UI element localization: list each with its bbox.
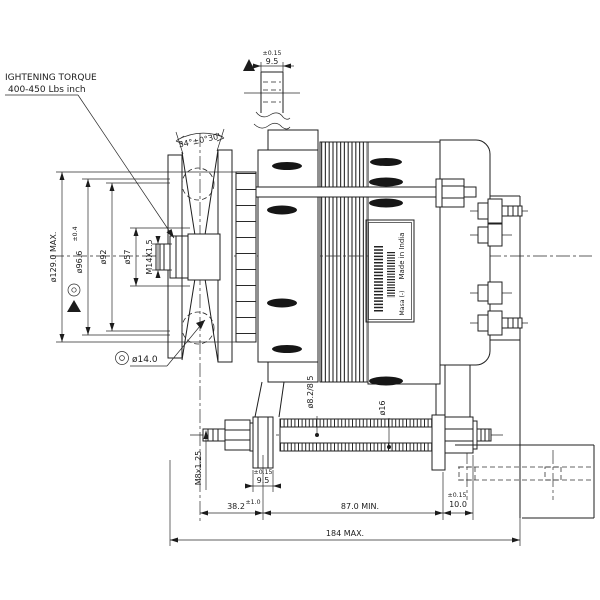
break-line <box>253 122 291 130</box>
critical-dim-flag-icon <box>243 59 255 71</box>
tube-nut <box>444 416 474 454</box>
hidden-stud <box>544 466 562 481</box>
concentricity-symbol-icon <box>67 283 81 297</box>
pulley <box>155 149 233 363</box>
concentricity-symbol-icon <box>115 351 129 365</box>
dim-top-boss-val: 9.5 <box>266 57 279 66</box>
vent-slot <box>369 177 403 187</box>
vent-slot <box>267 298 297 308</box>
dim-top-boss: ±0.15 9.5 <box>243 50 294 74</box>
terminal-plate <box>490 195 521 341</box>
note-torque-line1: IGHTENING TORQUE <box>5 73 97 83</box>
dim-pulley-od: ø96.6 <box>75 251 84 274</box>
dim-top-boss-tol: ±0.15 <box>263 50 282 57</box>
bottom-dimensions: M8x1.25 ø8.2/8.5 ø16 ±0.15 9.5 38.2 ±1.0… <box>169 375 521 546</box>
dim-offset: 38.2 <box>227 502 245 511</box>
critical-dim-flag-icon <box>67 300 81 312</box>
lower-bracket <box>455 340 595 519</box>
m8-nut <box>224 419 251 451</box>
dim-rear-boss-tol: ±0.15 <box>448 492 467 499</box>
vent-slot <box>370 158 402 166</box>
dim-bolt-thread: M8x1.25 <box>194 451 203 486</box>
shaft-dia-note: ø14.0 <box>115 319 206 367</box>
dim-hole-dia: ø8.2/8.5 <box>306 375 315 408</box>
dim-shaft-thread: M14X1.5 <box>145 239 154 274</box>
pulley-nut <box>169 235 189 279</box>
vent-slot <box>272 345 302 353</box>
dim-rear-boss-val: 10.0 <box>449 500 467 509</box>
dim-shaft-dia: ø14.0 <box>132 355 158 365</box>
pulley-hub <box>187 233 221 281</box>
break-line <box>255 111 291 120</box>
fan <box>235 171 257 343</box>
vent-slot <box>369 376 403 386</box>
top-boss <box>253 71 291 130</box>
dim-overall: 184 MAX. <box>326 529 364 538</box>
dim-span: 87.0 MIN. <box>341 502 379 511</box>
leader-arrow <box>166 229 174 238</box>
front-housing <box>254 129 319 418</box>
left-dimensions: ø129.0 MAX. ø96.6 ±0.4 ø92 ø57 M14X1.5 <box>49 171 236 343</box>
torque-note: IGHTENING TORQUE 400-450 Lbs inch <box>5 73 175 239</box>
label-made-in-india: Made in India <box>398 232 406 279</box>
dim-tube-od: ø16 <box>378 400 387 415</box>
rear-boss <box>431 414 446 471</box>
leader-arrow <box>196 320 205 329</box>
dim-offset-tol: ±1.0 <box>245 499 260 506</box>
vent-slot <box>267 205 297 215</box>
note-torque-line2: 400-450 Lbs inch <box>8 85 86 95</box>
product-label: Made in India Masa (-) <box>365 219 415 323</box>
through-bolt <box>255 178 477 208</box>
dim-fan-od: ø129.0 MAX. <box>49 232 58 283</box>
dim-hub-od: ø57 <box>123 249 132 264</box>
dim-groove-od: ø92 <box>99 249 108 264</box>
terminal-studs <box>470 198 528 336</box>
hidden-stud <box>458 466 476 481</box>
dim-pulley-od-tol: ±0.4 <box>72 226 79 241</box>
vent-slot <box>272 162 302 170</box>
vent-slot <box>369 198 403 208</box>
bottom-mounting <box>202 414 492 471</box>
label-masa: Masa (-) <box>399 290 406 315</box>
